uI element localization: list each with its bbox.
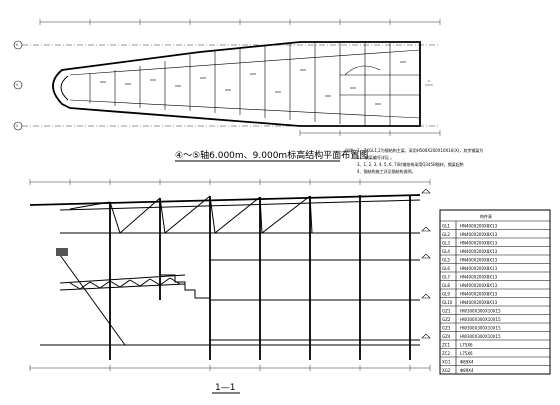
schedule-spec: HN400X200X8X13 <box>460 274 498 279</box>
schedule-code: ZC1 <box>442 342 451 347</box>
schedule-code: XG2 <box>442 368 451 373</box>
schedule-spec: HW300X300X10X15 <box>460 317 501 322</box>
schedule-code: GL3 <box>442 240 450 245</box>
section-view <box>29 179 431 371</box>
schedule-spec: Φ89X4 <box>460 368 474 373</box>
roof-bottom-chord <box>59 199 421 211</box>
plan-top-dimension-ticks <box>39 19 441 25</box>
stepped-seating <box>160 274 210 299</box>
cantilever-truss <box>59 274 186 291</box>
section-top-dimension-ticks <box>29 179 431 185</box>
plan-right-axis-label: 1 <box>428 79 430 83</box>
plan-title: ④～⑤轴6.000m、9.000m标高结构平面布置图 <box>175 149 368 161</box>
schedule-spec: Φ89X4 <box>460 359 474 364</box>
schedule-spec: HN400X200X8X13 <box>460 223 498 228</box>
schedule-spec: L75X6 <box>460 351 473 356</box>
plan-view: ⑥ ⑤ ④ <box>13 19 441 136</box>
schedule-code: GL6 <box>442 266 450 271</box>
plan-axis-mid-label: ⑤ <box>16 83 19 87</box>
schedule-code: GL7 <box>442 274 450 279</box>
schedule-code: GL4 <box>442 249 450 254</box>
schedule-code: GL8 <box>442 283 450 288</box>
hatched-block <box>56 248 68 256</box>
schedule-spec: HN400X200X8X13 <box>460 240 498 245</box>
note-line-2: 2、 钢梁编号详见 。 <box>357 154 394 160</box>
schedule-code: ZC2 <box>442 351 451 356</box>
schedule-spec: HW300X300X10X15 <box>460 334 501 339</box>
schedule-code: GZ4 <box>442 334 451 339</box>
elevation-markers <box>421 188 431 339</box>
section-columns <box>109 195 411 360</box>
note-line-4: 4、钢结构施工详见钢结构说明。 <box>357 168 416 174</box>
note-line-1: 1、ZXGL1,2为钢结构主梁，采用H500X200X10X16(X)，其余钢梁… <box>357 147 483 153</box>
schedule-spec: HW300X300X10X15 <box>460 308 501 313</box>
section-floor-beams <box>60 232 420 341</box>
plan-inner-framing <box>69 42 421 126</box>
section-title: 1—1 <box>215 383 235 393</box>
schedule-code: GL9 <box>442 291 450 296</box>
note-line-3: 3、1, 2, 3, 4, 5, 6, 7(8)钢结构采用Q345B钢材，钢梁起… <box>357 161 464 167</box>
schedule-spec: HN400X200X8X13 <box>460 232 498 237</box>
roof-top-chord <box>29 194 421 206</box>
schedule-code: XG1 <box>442 359 451 364</box>
schedule-spec: HN400X200X8X13 <box>460 283 498 288</box>
schedule-code: GL10 <box>442 300 453 305</box>
schedule-code: GL5 <box>442 257 450 262</box>
schedule-spec: HN400X200X8X13 <box>460 266 498 271</box>
plan-beam-tags <box>100 61 406 105</box>
schedule-spec: HN400X200X8X13 <box>460 249 498 254</box>
schedule-spec: L75X6 <box>460 342 473 347</box>
plan-outline <box>52 41 421 127</box>
plan-axis-bottom-label: ④ <box>16 124 19 128</box>
plan-axis-top-label: ⑥ <box>16 43 19 47</box>
schedule-spec: HN400X200X8X13 <box>460 291 498 296</box>
schedule-spec: HW300X300X10X15 <box>460 325 501 330</box>
general-notes: 说明： 1、ZXGL1,2为钢结构主梁，采用H500X200X10X16(X)，… <box>345 147 483 174</box>
schedule-title: 构件表 <box>480 213 492 219</box>
plan-axis-mid-marker <box>13 80 23 90</box>
schedule-code: GL1 <box>442 223 450 228</box>
slanted-support <box>59 254 126 346</box>
schedule-border <box>439 209 551 375</box>
schedule-code: GL2 <box>442 232 450 237</box>
schedule-code: GZ1 <box>442 308 451 313</box>
plan-curved-edge <box>60 75 69 101</box>
section-bottom-dimension-ticks <box>29 365 431 371</box>
notes-label: 说明： <box>345 147 357 153</box>
schedule-spec: HN400X200X8X13 <box>460 300 498 305</box>
schedule-spec: HN400X200X8X13 <box>460 257 498 262</box>
schedule-code: GZ3 <box>442 325 451 330</box>
schedule-code: GZ2 <box>442 317 451 322</box>
